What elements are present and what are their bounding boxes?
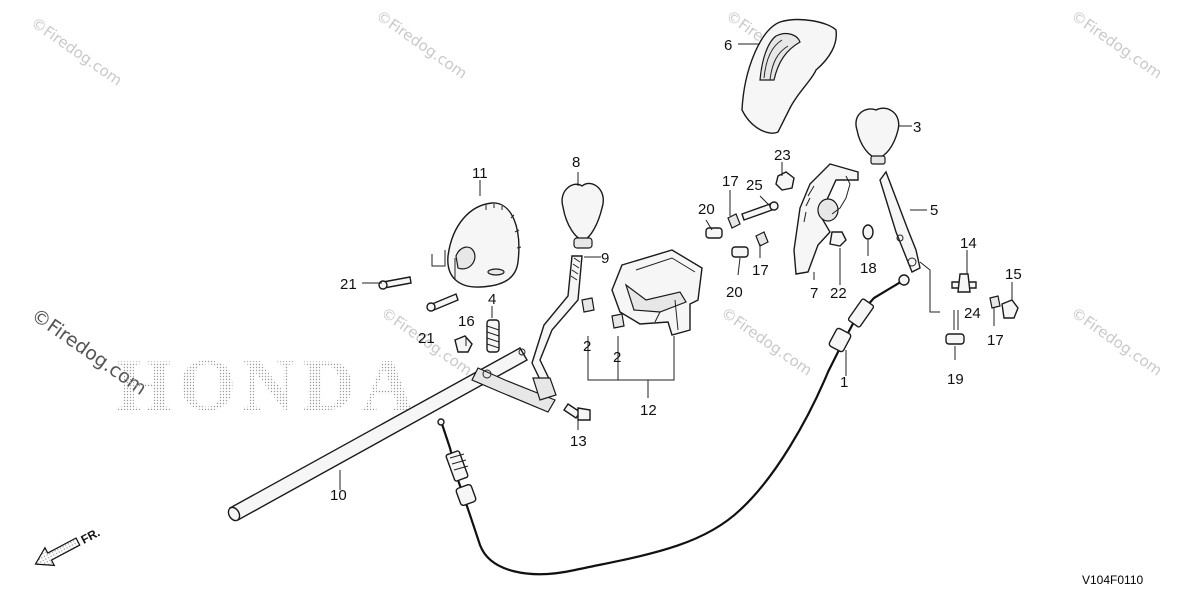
callout-17: 17 [987,332,1004,349]
callout-17: 17 [752,262,769,279]
callout-5: 5 [930,202,938,219]
callout-24: 24 [964,305,981,322]
watermark-text: ©Firedog.com [1068,7,1166,83]
front-direction-arrow: FR. [34,525,103,567]
callout-2: 2 [613,349,621,366]
part-lever-rod [531,255,583,401]
callout-20: 20 [698,201,715,218]
callout-21: 21 [340,276,357,293]
callout-4: 4 [488,291,496,308]
diagram-code: V104F0110 [1082,573,1143,587]
callout-13: 13 [570,433,587,450]
leader-lines [339,43,1013,490]
callout-12: 12 [640,402,657,419]
part-gate-plate-7 [793,163,859,275]
callout-21: 21 [418,330,435,347]
callout-23: 23 [774,147,791,164]
callout-19: 19 [947,371,964,388]
front-marker-label: FR. [79,525,103,546]
part-lever-5 [879,170,921,273]
callout-2: 2 [583,338,591,355]
callout-3: 3 [913,119,921,136]
callout-6: 6 [724,37,732,54]
part-cable-1 [437,274,910,576]
callout-14: 14 [960,235,977,252]
hardware-group [378,171,1019,421]
part-knob-8 [561,182,604,249]
callout-9: 9 [601,250,609,267]
callout-11: 11 [472,165,488,182]
part-cover-12 [611,249,703,336]
callout-25: 25 [746,177,763,194]
part-cover-6 [741,18,837,134]
callout-17: 17 [722,173,739,190]
part-cover-11 [447,202,522,288]
part-knob-3 [855,107,900,165]
watermark-text: ©Firedog.com [718,304,816,380]
callout-8: 8 [572,154,580,171]
callout-1: 1 [840,374,848,391]
watermark-text: ©Firedog.com [373,7,471,83]
callout-10: 10 [330,487,347,504]
callout-18: 18 [860,260,877,277]
watermark-text: ©Firedog.com [1068,304,1166,380]
watermark-text: ©Firedog.com [28,14,126,90]
part-shift-rod [227,347,556,522]
callout-22: 22 [830,285,847,302]
callout-15: 15 [1005,266,1022,283]
callout-7: 7 [810,285,818,302]
callout-16: 16 [458,313,475,330]
callout-labels: 1 2 2 3 4 5 6 7 8 9 10 11 12 13 14 15 16… [330,37,1022,504]
callout-20: 20 [726,284,743,301]
brand-watermark: HONDA [115,345,420,427]
